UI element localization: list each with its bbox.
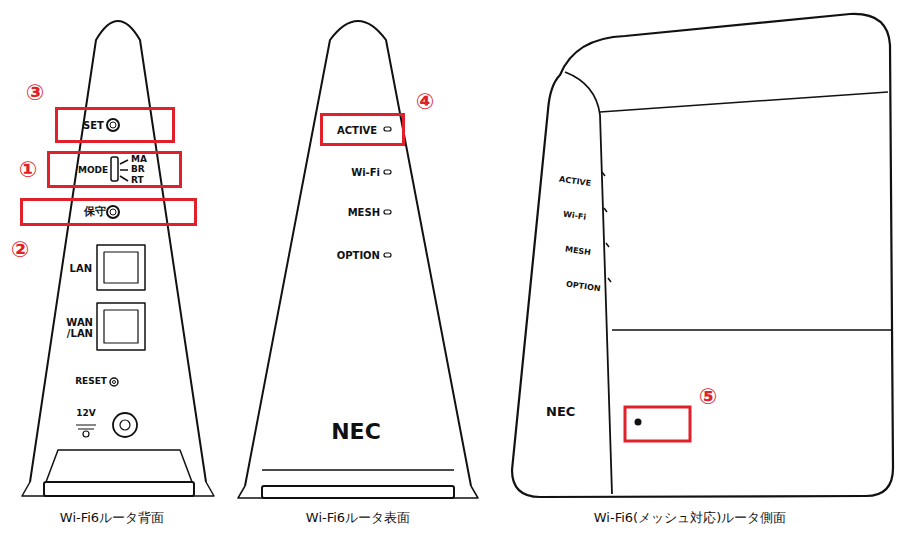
highlight-box xyxy=(625,407,690,441)
part-label: RESET xyxy=(75,377,107,387)
part-label: WAN /LAN xyxy=(57,317,93,339)
port-label: ACTIVE xyxy=(337,125,377,136)
part-label: 12V xyxy=(76,409,96,419)
part-label: MESH xyxy=(348,207,380,218)
mode-switch-box: MODE xyxy=(47,151,182,188)
part-label: Wi-Fi xyxy=(351,167,380,178)
part-label: MESH xyxy=(564,246,591,258)
part-label: ACTIVE xyxy=(558,176,591,189)
brand-logo: NEC xyxy=(546,405,575,419)
front-outline xyxy=(245,21,471,486)
brand-logo: NEC xyxy=(331,420,381,444)
port-label: SET xyxy=(83,120,104,131)
callout-number: ⑤ xyxy=(699,385,718,409)
callout-number: ① xyxy=(19,158,38,182)
part-label: RT xyxy=(131,176,144,186)
part-label: OPTION xyxy=(565,281,600,295)
part-label: Wi-Fi xyxy=(562,211,586,223)
caption: Wi-Fi6ルータ背面 xyxy=(60,511,164,525)
rear-outline xyxy=(30,21,206,482)
caption: Wi-Fi6ルータ表面 xyxy=(306,511,410,525)
callout-number: ③ xyxy=(26,81,45,105)
callout-number: ② xyxy=(11,238,30,262)
port-label: 保守 xyxy=(84,206,106,218)
set-button-box: SET xyxy=(55,107,175,143)
active-led-box: ACTIVE xyxy=(320,113,405,146)
maintenance-button-box: 保守 xyxy=(20,198,197,226)
part-label: LAN xyxy=(70,263,92,274)
port-label: MODE xyxy=(78,166,108,176)
part-label: MA xyxy=(131,155,147,165)
caption: Wi-Fi6(メッシュ対応)ルータ側面 xyxy=(594,511,786,525)
part-label: BR xyxy=(131,165,145,175)
part-label: OPTION xyxy=(337,250,380,261)
callout-number: ④ xyxy=(416,90,435,114)
side-outline xyxy=(512,14,893,497)
